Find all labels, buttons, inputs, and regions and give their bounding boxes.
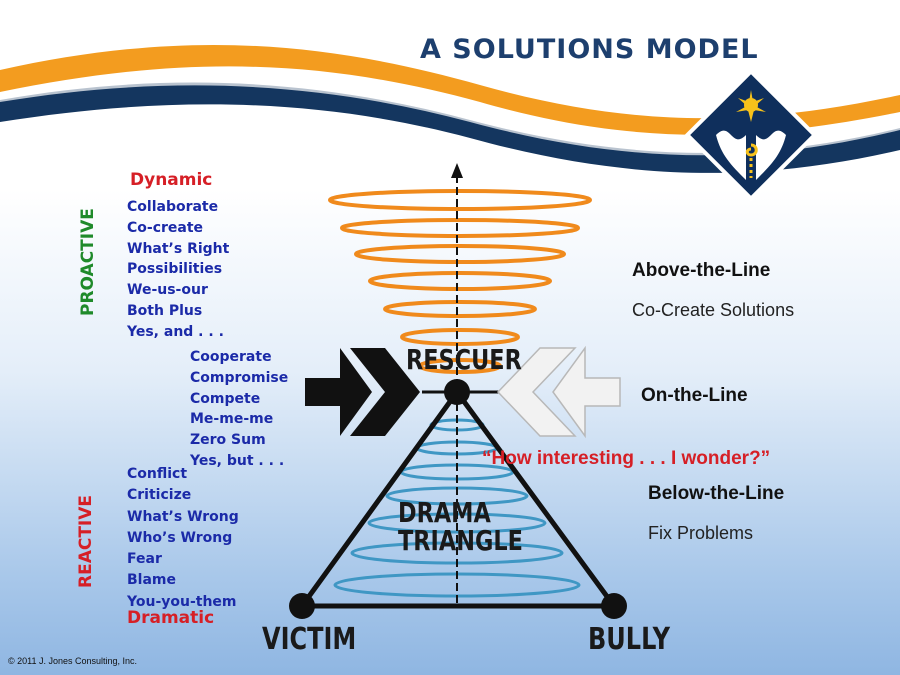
on-line-list: Cooperate Compromise Compete Me-me-me Ze… bbox=[190, 347, 288, 472]
wonder-quote: “How interesting . . . I wonder?” bbox=[482, 448, 771, 469]
victim-node bbox=[289, 593, 315, 619]
drama-label-line1: DRAMA bbox=[398, 496, 491, 529]
on-the-line-heading: On-the-Line bbox=[641, 385, 748, 406]
header-swoosh bbox=[0, 44, 900, 173]
list-item: What’s Right bbox=[127, 240, 230, 257]
dramatic-footer: Dramatic bbox=[127, 608, 215, 628]
list-item: Zero Sum bbox=[190, 432, 266, 449]
victim-label: VICTIM bbox=[262, 622, 357, 657]
orange-rings bbox=[328, 189, 592, 374]
rescuer-node bbox=[444, 379, 470, 405]
rescuer-label: RESCUER bbox=[406, 343, 522, 376]
list-item: Compete bbox=[190, 390, 261, 407]
above-the-line-heading: Above-the-Line bbox=[632, 260, 771, 281]
list-item: Criticize bbox=[127, 487, 192, 504]
proactive-label: PROACTIVE bbox=[78, 208, 98, 316]
below-the-line-heading: Below-the-Line bbox=[648, 483, 785, 504]
list-item: Fear bbox=[127, 551, 162, 568]
list-item: Conflict bbox=[127, 466, 188, 482]
left-arrow-icon bbox=[305, 348, 420, 436]
logo-icon bbox=[684, 68, 818, 202]
list-item: Collaborate bbox=[127, 199, 219, 215]
page-title: A SOLUTIONS MODEL bbox=[420, 34, 759, 65]
list-item: Blame bbox=[127, 572, 176, 589]
list-item: Compromise bbox=[190, 369, 289, 386]
list-item: Yes, but . . . bbox=[190, 452, 285, 469]
list-item: Me-me-me bbox=[190, 411, 274, 428]
drama-label-line2: TRIANGLE bbox=[398, 524, 523, 557]
list-item: Yes, and . . . bbox=[127, 323, 224, 340]
list-item: Cooperate bbox=[190, 349, 272, 365]
list-item: Possibilities bbox=[127, 261, 223, 278]
list-item: Both Plus bbox=[127, 302, 203, 319]
reactive-label: REACTIVE bbox=[76, 494, 96, 588]
bully-node bbox=[601, 593, 627, 619]
proactive-list: Collaborate Co-create What’s Right Possi… bbox=[127, 197, 229, 343]
below-the-line-sub: Fix Problems bbox=[648, 523, 754, 543]
right-arrow-icon bbox=[496, 345, 621, 439]
copyright: © 2011 J. Jones Consulting, Inc. bbox=[8, 656, 138, 666]
list-item: You-you-them bbox=[127, 593, 237, 610]
bully-label: BULLY bbox=[588, 622, 671, 657]
reactive-list: Conflict Criticize What’s Wrong Who’s Wr… bbox=[127, 464, 239, 613]
list-item: Co-create bbox=[127, 219, 204, 236]
list-item: What’s Wrong bbox=[127, 508, 239, 525]
dynamic-heading: Dynamic bbox=[130, 170, 213, 190]
axis-arrowhead bbox=[451, 163, 463, 178]
above-the-line-sub: Co-Create Solutions bbox=[632, 300, 795, 320]
list-item: Who’s Wrong bbox=[127, 529, 233, 546]
list-item: We-us-our bbox=[127, 282, 208, 299]
drama-triangle bbox=[297, 387, 619, 609]
